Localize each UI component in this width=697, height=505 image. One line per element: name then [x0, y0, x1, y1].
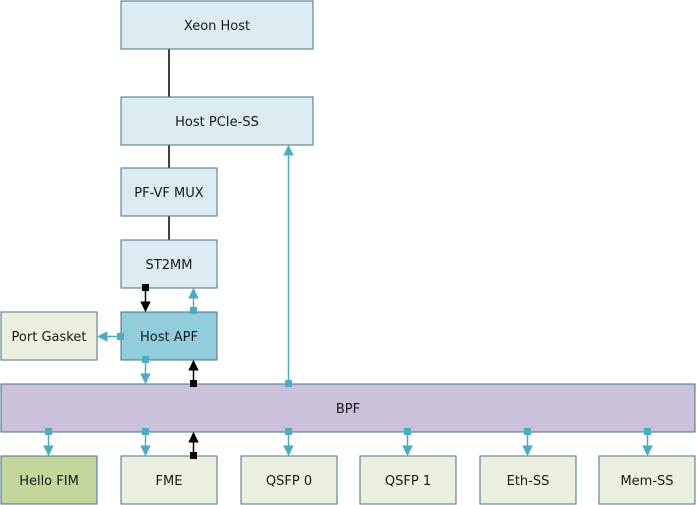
pf-vf-mux-block: PF-VF MUX — [120, 167, 218, 217]
bpf-to-qsfp0-arrow — [283, 428, 294, 457]
xeon-host-label: Xeon Host — [184, 19, 250, 34]
eth-ss-block: Eth-SS — [479, 455, 577, 505]
port-gasket-block: Port Gasket — [0, 311, 98, 361]
qsfp0-block: QSFP 0 — [240, 455, 338, 505]
host-apf-block: Host APF — [120, 311, 218, 361]
qsfp1-block: QSFP 1 — [359, 455, 457, 505]
apf-to-st2mm-arrow — [188, 287, 199, 314]
apf-to-port-gasket-arrow — [96, 331, 124, 342]
bpf-label: BPF — [336, 402, 360, 417]
port-gasket-label: Port Gasket — [12, 330, 87, 345]
hello-fim-block: Hello FIM — [0, 455, 98, 505]
mem-ss-label: Mem-SS — [620, 474, 673, 489]
st2mm-label: ST2MM — [146, 258, 193, 273]
mem-ss-block: Mem-SS — [598, 455, 696, 505]
host-pcie-ss-label: Host PCIe-SS — [175, 115, 259, 130]
bpf-to-mem-ss-arrow — [642, 428, 653, 457]
fme-label: FME — [156, 474, 183, 489]
st2mm-block: ST2MM — [120, 239, 218, 289]
qsfp1-label: QSFP 1 — [385, 474, 431, 489]
qsfp0-label: QSFP 0 — [266, 474, 312, 489]
pf-vf-mux-label: PF-VF MUX — [134, 186, 203, 201]
bpf-to-qsfp1-arrow — [402, 428, 413, 457]
bpf-to-apf-arrow — [188, 359, 199, 387]
bpf-to-hello-fim-arrow — [43, 428, 54, 457]
st2mm-to-apf-arrow — [140, 284, 151, 313]
bpf-to-eth-ss-arrow — [522, 428, 533, 457]
bpf-to-pcie-arrow — [283, 144, 294, 387]
apf-to-bpf-arrow — [140, 356, 151, 385]
bpf-block: BPF — [0, 383, 696, 433]
host-pcie-ss-block: Host PCIe-SS — [120, 96, 314, 146]
host-apf-label: Host APF — [140, 330, 198, 345]
hello-fim-label: Hello FIM — [19, 474, 79, 489]
eth-ss-label: Eth-SS — [507, 474, 550, 489]
fme-block: FME — [120, 455, 218, 505]
xeon-host-block: Xeon Host — [120, 0, 314, 50]
fme-to-bpf-arrow — [188, 431, 199, 459]
bpf-to-fme-arrow — [140, 428, 151, 457]
